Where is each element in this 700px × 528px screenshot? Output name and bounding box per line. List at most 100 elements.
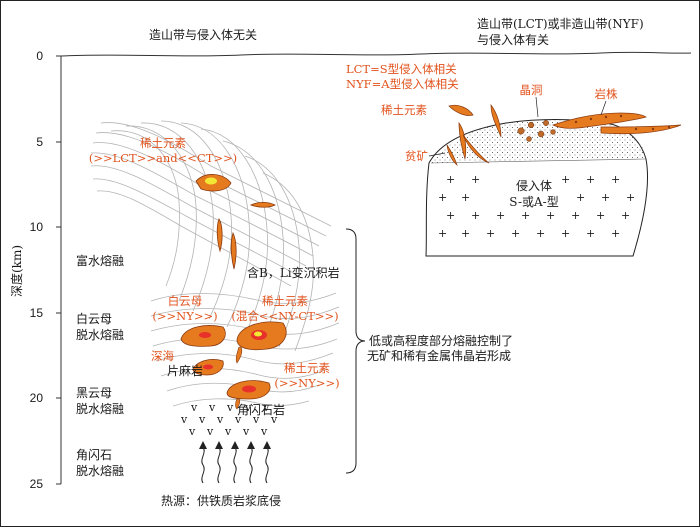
svg-text:+: +	[471, 173, 480, 186]
svg-text:v: v	[206, 425, 214, 438]
svg-text:v: v	[198, 413, 206, 426]
melt-pod-mixed-tail	[235, 346, 243, 364]
barren-leader	[428, 152, 446, 157]
svg-text:v: v	[224, 425, 232, 438]
label-bracket-note-2: 无矿和稀有金属伟晶岩形成	[367, 348, 511, 363]
intrusion-label-body-2: S-或A-型	[509, 195, 558, 209]
label-gneiss: 片麻岩	[167, 363, 203, 378]
depth-ticks	[56, 55, 61, 485]
tick-label-25: 25	[30, 477, 44, 491]
svg-text:+: +	[496, 209, 505, 222]
tick-label-15: 15	[30, 306, 44, 320]
zone-muscovite-2: 脱水熔融	[76, 327, 124, 342]
intrusion-dike-2	[458, 121, 467, 160]
intrusion-legend-1: LCT=S型侵入体相关	[346, 62, 457, 76]
svg-text:v: v	[244, 401, 252, 414]
melt-pod-biotite-tail	[235, 398, 241, 410]
zone-biotite-2: 脱水熔融	[76, 401, 124, 416]
svg-text:+: +	[521, 209, 530, 222]
tick-label-5: 5	[36, 135, 43, 149]
zone-biotite-1: 黑云母	[76, 386, 112, 400]
intrusion-stock-tail	[600, 124, 682, 135]
label-deep-sea: 深海	[151, 349, 174, 363]
heat-arrowheads	[199, 441, 271, 449]
intrusion-plus-marks: +++++ +++++ ++++++++ ++++++++	[438, 173, 635, 240]
intrusion-dike-1	[448, 104, 474, 116]
svg-text:+: +	[446, 209, 455, 222]
tick-label-0: 0	[36, 49, 43, 63]
intrusion-label-barren: 贫矿	[405, 149, 428, 163]
intrusion-label-body-1: 侵入体	[516, 178, 552, 193]
svg-text:+: +	[576, 191, 585, 204]
intrusion-stock	[552, 112, 647, 129]
label-bracket-note-1: 低或高程度部分熔融控制了	[369, 333, 513, 348]
svg-text:+: +	[438, 191, 447, 204]
svg-text:v: v	[242, 425, 250, 438]
svg-text:v: v	[270, 413, 278, 426]
svg-text:+: +	[586, 173, 595, 186]
axis-label-depth: 深度(km)	[9, 245, 24, 297]
intrusion-label-stock: 岩株	[595, 87, 618, 101]
melt-pod-muscovite-core	[199, 332, 211, 338]
pegmatite-dike-2	[230, 231, 237, 270]
label-ree-lower-2: (>>NY>>)	[274, 376, 339, 390]
svg-text:+: +	[611, 227, 620, 240]
ground-surface	[60, 51, 692, 57]
svg-text:+: +	[596, 209, 605, 222]
zone-water-rich: 富水熔融	[76, 253, 124, 268]
intrusion-legend-2: NYF=A型侵入体相关	[346, 77, 459, 91]
tick-label-20: 20	[30, 391, 44, 405]
svg-text:+: +	[446, 173, 455, 186]
zone-amphibole-1: 角闪石	[76, 448, 112, 462]
svg-text:+: +	[601, 191, 610, 204]
svg-text:+: +	[611, 173, 620, 186]
header-left-title: 造山带与侵入体无关	[149, 27, 257, 42]
svg-text:+: +	[461, 191, 470, 204]
melt-pod-mixed-center	[254, 331, 262, 337]
svg-text:v: v	[190, 401, 198, 414]
svg-text:+: +	[571, 209, 580, 222]
label-muscovite-type-2: (>>NY>>)	[152, 309, 217, 323]
svg-text:v: v	[216, 413, 224, 426]
svg-text:+: +	[586, 227, 595, 240]
svg-text:+: +	[546, 209, 555, 222]
pegmatite-upper-core	[205, 177, 217, 185]
label-amphibolite: 角闪石岩	[237, 402, 285, 417]
tick-label-10: 10	[30, 220, 44, 234]
zone-amphibole-2: 脱水熔融	[76, 463, 124, 478]
label-metasediment: 含B，Li变沉积岩	[247, 265, 340, 280]
svg-text:+: +	[626, 191, 635, 204]
svg-text:+: +	[536, 227, 545, 240]
label-muscovite-type-1: 白云母	[168, 294, 203, 308]
label-heat-source: 热源：供铁质岩浆底侵	[161, 493, 281, 508]
svg-text:+: +	[486, 227, 495, 240]
intrusion-cupola-base	[430, 158, 647, 164]
label-ree-mixed-1: 稀土元素	[262, 294, 308, 308]
intrusion-dike-3	[462, 134, 490, 164]
svg-text:+: +	[461, 227, 470, 240]
label-ree-lower-1: 稀土元素	[284, 361, 330, 375]
miarolitic-cavities	[517, 120, 556, 142]
svg-text:+: +	[561, 173, 570, 186]
pegmatite-upper-lens	[249, 201, 276, 208]
intrusion-dike-5	[446, 144, 458, 167]
label-ree-upper-2: (>>LCT>>and<<CT>>)	[89, 151, 237, 165]
header-right-title-1: 造山带(LCT)或非造山带(NYF)	[477, 17, 644, 31]
intrusion-stock-dots	[574, 114, 671, 131]
svg-text:v: v	[208, 401, 216, 414]
miarolitic-leader	[535, 96, 539, 118]
svg-text:v: v	[260, 425, 268, 438]
intrusion-label-ree: 稀土元素	[381, 103, 427, 117]
label-ree-mixed-2: (混合<<NY-CT>>)	[231, 309, 338, 323]
svg-text:+: +	[561, 227, 570, 240]
svg-text:v: v	[226, 401, 234, 414]
melt-pod-deep-sea-core	[203, 364, 213, 370]
svg-text:v: v	[180, 413, 188, 426]
header-right-title-2: 与侵入体有关	[477, 32, 549, 47]
label-ree-upper-1: 稀土元素	[140, 136, 186, 150]
intrusion-cupola	[431, 119, 646, 163]
svg-text:+: +	[511, 227, 520, 240]
